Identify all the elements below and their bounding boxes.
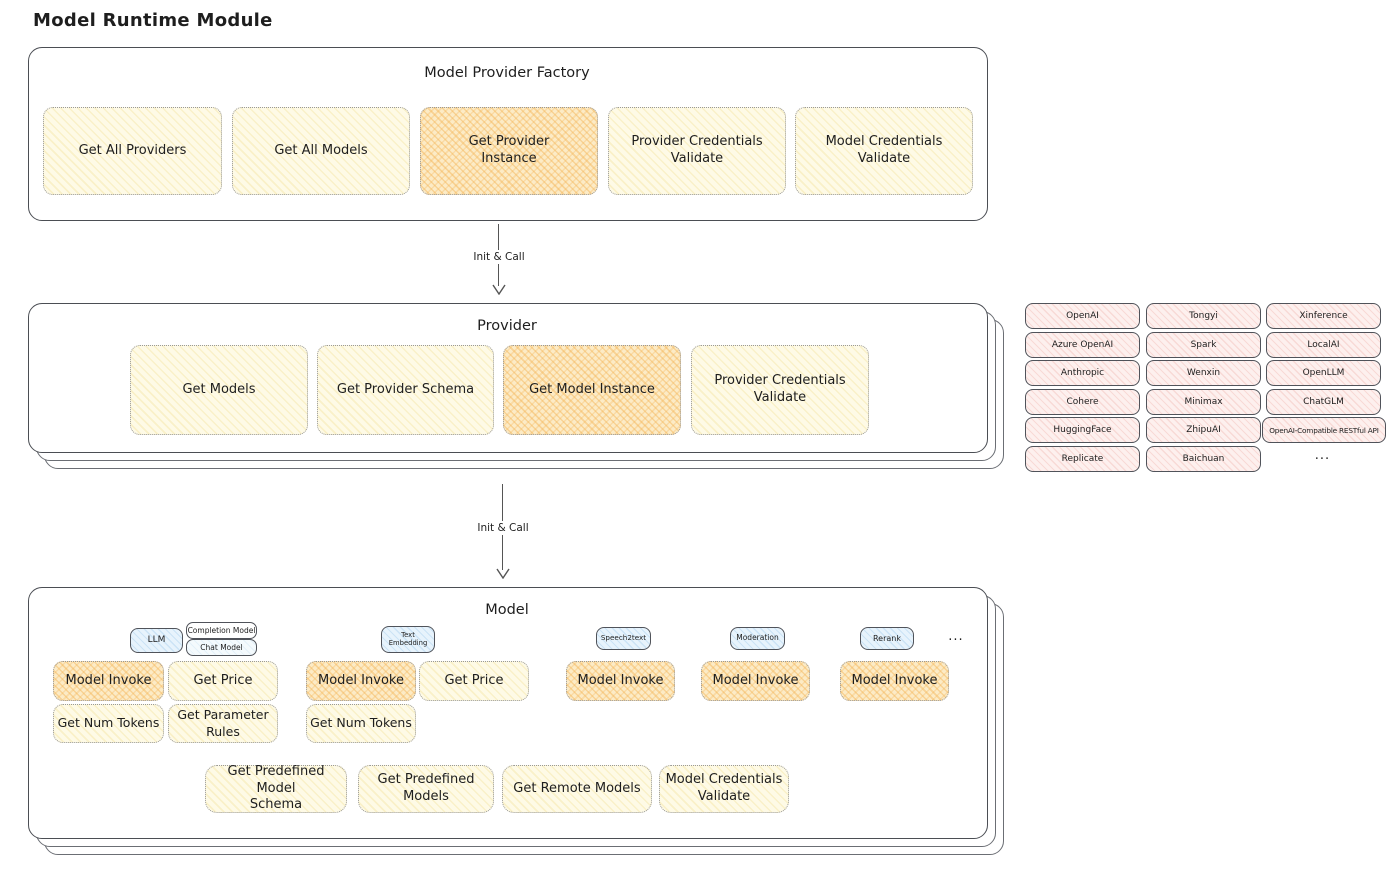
factory-title: Model Provider Factory [424,65,590,81]
tag-text-embedding: Text Embedding [381,626,435,653]
provider-chip-minimax: Minimax [1146,389,1261,415]
provider-chip-xinference: Xinference [1266,303,1381,329]
provider-chip-huggingface: HuggingFace [1025,417,1140,443]
provider-chip-openai-compatible-restful-api: OpenAI-Compatible RESTful API [1262,417,1386,443]
model-title: Model [485,602,529,618]
op-model-credentials-validate: Model Credentials Validate [795,107,973,195]
op-model-credentials-validate-model: Model Credentials Validate [659,765,789,813]
op-get-price-llm: Get Price [168,661,278,701]
op-get-models: Get Models [130,345,308,435]
arrow-label: Init & Call [454,250,544,264]
provider-chip-localai: LocalAI [1266,332,1381,358]
provider-chip-wenxin: Wenxin [1146,360,1261,386]
page-title: Model Runtime Module [33,10,273,31]
op-model-invoke-text-embedding: Model Invoke [306,661,416,701]
op-model-invoke-moderation: Model Invoke [701,661,810,701]
op-get-all-providers: Get All Providers [43,107,222,195]
op-get-remote-models: Get Remote Models [502,765,652,813]
provider-chip-zhipuai: ZhipuAI [1146,417,1261,443]
op-get-provider-schema: Get Provider Schema [317,345,494,435]
arrow-label: Init & Call [458,521,548,535]
op-get-num-tokens-llm: Get Num Tokens [53,704,164,743]
provider-chip-replicate: Replicate [1025,446,1140,472]
arrow-down-icon [492,284,506,295]
provider-chip-cohere: Cohere [1025,389,1140,415]
providers-more-ellipsis: ... [1314,448,1331,463]
op-get-all-models: Get All Models [232,107,410,195]
arrow-down-icon [496,568,510,579]
op-get-model-instance: Get Model Instance [503,345,681,435]
op-provider-credentials-validate: Provider Credentials Validate [691,345,869,435]
provider-chip-baichuan: Baichuan [1146,446,1261,472]
op-get-parameter-rules: Get Parameter Rules [168,704,278,743]
op-model-invoke-speech2text: Model Invoke [566,661,675,701]
op-get-predefined-model-schema: Get Predefined Model Schema [205,764,347,813]
tag-llm: LLM [130,628,183,653]
provider-chip-openai: OpenAI [1025,303,1140,329]
op-model-invoke-rerank: Model Invoke [840,661,949,701]
provider-chip-tongyi: Tongyi [1146,303,1261,329]
tag-completion-model: Completion Model [186,622,257,639]
tag-rerank: Rerank [860,627,914,650]
tag-speech2text: Speech2text [596,627,651,650]
provider-chip-openllm: OpenLLM [1266,360,1381,386]
tag-moderation: Moderation [730,627,785,650]
op-get-provider-instance: Get Provider Instance [420,107,598,195]
provider-chip-chatglm: ChatGLM [1266,389,1381,415]
op-get-predefined-models: Get Predefined Models [358,765,494,813]
model-tags-more-ellipsis: ... [948,629,964,644]
provider-chip-spark: Spark [1146,332,1261,358]
op-provider-credentials-validate: Provider Credentials Validate [608,107,786,195]
op-get-num-tokens-text-embedding: Get Num Tokens [306,704,416,743]
op-model-invoke-llm: Model Invoke [53,661,164,701]
provider-chip-anthropic: Anthropic [1025,360,1140,386]
op-get-price-text-embedding: Get Price [419,661,529,701]
tag-chat-model: Chat Model [186,639,257,656]
provider-title: Provider [477,318,537,334]
provider-chip-azure-openai: Azure OpenAI [1025,332,1140,358]
